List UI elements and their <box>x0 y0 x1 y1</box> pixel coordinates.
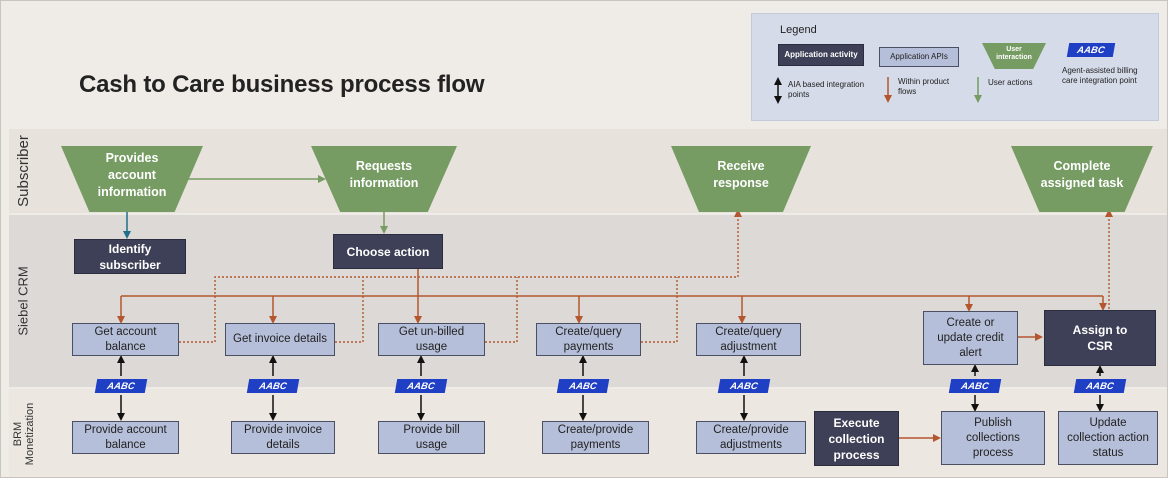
aabc-badge: AABC <box>717 379 771 393</box>
create-provide-payments-api: Create/provide payments <box>542 421 649 454</box>
provide-invoice-details-api: Provide invoice details <box>231 421 335 454</box>
legend-aia-text: AIA based integration points <box>788 80 865 99</box>
aabc-badge: AABC <box>556 379 610 393</box>
lane-subscriber: Subscriber <box>9 129 1167 213</box>
create-query-payments-api: Create/query payments <box>536 323 641 356</box>
identify-subscriber-activity: Identify subscriber <box>74 239 186 274</box>
execute-collection-process-activity: Execute collection process <box>814 411 899 466</box>
get-account-balance-api: Get account balance <box>72 323 179 356</box>
dotted-return-flows <box>179 211 738 343</box>
provide-account-balance-api: Provide account balance <box>72 421 179 454</box>
aabc-badge: AABC <box>948 379 1002 393</box>
diagram-title: Cash to Care business process flow <box>79 71 485 98</box>
aia-integration-arrows <box>117 355 1104 421</box>
get-invoice-details-api: Get invoice details <box>225 323 335 356</box>
legend: Legend Application activity Application … <box>751 13 1159 121</box>
get-unbilled-usage-api: Get un-billed usage <box>378 323 485 356</box>
create-update-credit-alert-api: Create or update credit alert <box>923 311 1018 365</box>
publish-collections-process-api: Publish collections process <box>941 411 1045 465</box>
legend-user-actions-text: User actions <box>988 78 1033 87</box>
legend-application-apis: Application APIs <box>879 47 959 67</box>
provide-bill-usage-api: Provide bill usage <box>378 421 485 454</box>
choose-action-activity: Choose action <box>333 234 443 269</box>
legend-agent-assisted-text: Agent-assisted billing care integration … <box>1062 66 1138 85</box>
assign-to-csr-activity: Assign to CSR <box>1044 310 1156 366</box>
requests-information-step: Requests information <box>311 146 457 212</box>
create-query-adjustment-api: Create/query adjustment <box>696 323 801 356</box>
aabc-badge: AABC <box>394 379 448 393</box>
aabc-badge: AABC <box>246 379 300 393</box>
aabc-badge: AABC <box>1073 379 1127 393</box>
legend-product-flow-text: Within product flows <box>898 77 950 96</box>
aabc-badge: AABC <box>94 379 148 393</box>
legend-title: Legend <box>780 24 817 36</box>
legend-application-activity: Application activity <box>778 44 864 66</box>
update-collection-action-status-api: Update collection action status <box>1058 411 1158 465</box>
create-provide-adjustments-api: Create/provide adjustments <box>696 421 806 454</box>
